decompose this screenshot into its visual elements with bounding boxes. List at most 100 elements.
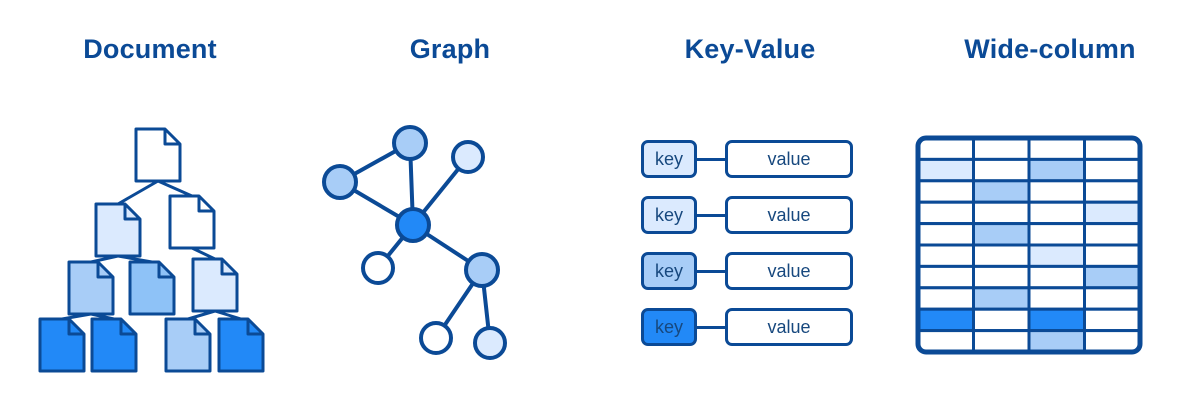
document-node bbox=[217, 317, 265, 373]
wide-column-cell[interactable] bbox=[972, 157, 1031, 183]
document-fold-icon bbox=[119, 319, 136, 336]
value-box[interactable]: value bbox=[725, 196, 853, 234]
graph-network-svg bbox=[322, 125, 507, 360]
document-edge bbox=[116, 179, 160, 206]
wide-column-cell[interactable] bbox=[918, 179, 975, 204]
wide-column-cell[interactable] bbox=[1027, 179, 1086, 204]
graph-node bbox=[419, 321, 453, 355]
wide-column-cell[interactable] bbox=[918, 222, 975, 247]
document-fold-icon bbox=[157, 262, 174, 279]
key-box[interactable]: key bbox=[641, 196, 697, 234]
document-icon bbox=[90, 317, 138, 373]
panel-title-document: Document bbox=[83, 34, 217, 64]
panel-widecolumn: Wide-column bbox=[900, 0, 1200, 401]
wide-column-cell[interactable] bbox=[1083, 200, 1141, 226]
document-edge bbox=[156, 179, 194, 198]
graph-node bbox=[361, 251, 395, 285]
document-icon bbox=[164, 317, 212, 373]
wide-column-cell[interactable] bbox=[1027, 222, 1086, 247]
document-node bbox=[94, 202, 142, 258]
document-node bbox=[67, 260, 115, 316]
wide-column-cell[interactable] bbox=[1083, 264, 1141, 290]
document-fold-icon bbox=[197, 196, 214, 213]
wide-column-cell[interactable] bbox=[972, 222, 1031, 247]
wide-column-cell[interactable] bbox=[1083, 243, 1141, 268]
wide-column-cell[interactable] bbox=[972, 307, 1031, 333]
wide-column-table-svg bbox=[915, 135, 1143, 355]
wide-column-cell[interactable] bbox=[1083, 157, 1141, 183]
wide-column-cell[interactable] bbox=[1083, 138, 1141, 161]
key-box[interactable]: key bbox=[641, 252, 697, 290]
wide-column-cell[interactable] bbox=[972, 264, 1031, 290]
key-value-row[interactable]: key value bbox=[600, 196, 900, 236]
key-value-row[interactable]: key value bbox=[600, 252, 900, 292]
wide-column-cell[interactable] bbox=[1083, 307, 1141, 333]
value-box[interactable]: value bbox=[725, 252, 853, 290]
wide-column-cell[interactable] bbox=[1027, 307, 1086, 333]
document-icon bbox=[128, 260, 176, 316]
wide-column-cell[interactable] bbox=[972, 138, 1031, 161]
document-fold-icon bbox=[246, 319, 263, 336]
wide-column-cell[interactable] bbox=[972, 286, 1031, 311]
wide-column-cell[interactable] bbox=[972, 329, 1031, 352]
key-value-connector bbox=[697, 214, 725, 217]
wide-column-cell[interactable] bbox=[1083, 329, 1141, 352]
wide-column-cell[interactable] bbox=[918, 264, 975, 290]
wide-column-cell[interactable] bbox=[1027, 286, 1086, 311]
document-edge bbox=[190, 246, 217, 261]
wide-column-cells bbox=[918, 138, 1140, 352]
wide-column-cell[interactable] bbox=[1027, 200, 1086, 226]
panel-graph: Graph bbox=[300, 0, 600, 401]
document-tree-svg bbox=[38, 127, 265, 373]
graph-network-figure bbox=[300, 110, 600, 375]
wide-column-cell[interactable] bbox=[918, 138, 975, 161]
wide-column-cell[interactable] bbox=[918, 307, 975, 333]
wide-column-cell[interactable] bbox=[1027, 264, 1086, 290]
wide-column-cell[interactable] bbox=[972, 243, 1031, 268]
panel-title-graph: Graph bbox=[409, 34, 491, 64]
key-value-row[interactable]: key value bbox=[600, 308, 900, 348]
document-icon bbox=[134, 127, 182, 183]
document-icon bbox=[168, 194, 216, 250]
wide-column-cell[interactable] bbox=[972, 179, 1031, 204]
key-value-pairs-figure: key value key value key value key value bbox=[600, 110, 900, 375]
wide-column-cell[interactable] bbox=[1027, 157, 1086, 183]
wide-column-cell[interactable] bbox=[1027, 243, 1086, 268]
document-fold-icon bbox=[220, 259, 237, 276]
wide-column-table-figure bbox=[900, 110, 1200, 375]
wide-column-cell[interactable] bbox=[1083, 179, 1141, 204]
value-box[interactable]: value bbox=[725, 308, 853, 346]
document-icon bbox=[67, 260, 115, 316]
graph-node bbox=[322, 164, 358, 200]
document-node bbox=[128, 260, 176, 316]
value-box[interactable]: value bbox=[725, 140, 853, 178]
wide-column-cell[interactable] bbox=[1083, 222, 1141, 247]
document-tree-figure bbox=[0, 110, 300, 375]
document-fold-icon bbox=[193, 319, 210, 336]
graph-node bbox=[464, 252, 500, 288]
wide-column-border bbox=[915, 135, 1143, 355]
document-node bbox=[38, 317, 86, 373]
wide-column-cell[interactable] bbox=[918, 329, 975, 352]
key-box[interactable]: key bbox=[641, 308, 697, 346]
graph-node bbox=[392, 125, 428, 161]
wide-column-cell[interactable] bbox=[1027, 329, 1086, 352]
wide-column-cell[interactable] bbox=[918, 157, 975, 183]
document-node bbox=[164, 317, 212, 373]
graph-node bbox=[395, 207, 431, 243]
wide-column-cell[interactable] bbox=[918, 243, 975, 268]
wide-column-cell[interactable] bbox=[1027, 138, 1086, 161]
wide-column-cell[interactable] bbox=[918, 286, 975, 311]
document-icon bbox=[217, 317, 265, 373]
document-icon bbox=[191, 257, 239, 313]
key-value-connector bbox=[697, 270, 725, 273]
document-icon bbox=[38, 317, 86, 373]
key-box[interactable]: key bbox=[641, 140, 697, 178]
wide-column-cell[interactable] bbox=[972, 200, 1031, 226]
document-node bbox=[191, 257, 239, 313]
wide-column-cell[interactable] bbox=[918, 200, 975, 226]
key-value-row[interactable]: key value bbox=[600, 140, 900, 180]
panel-title-widecolumn: Wide-column bbox=[964, 34, 1136, 64]
wide-column-cell[interactable] bbox=[1083, 286, 1141, 311]
